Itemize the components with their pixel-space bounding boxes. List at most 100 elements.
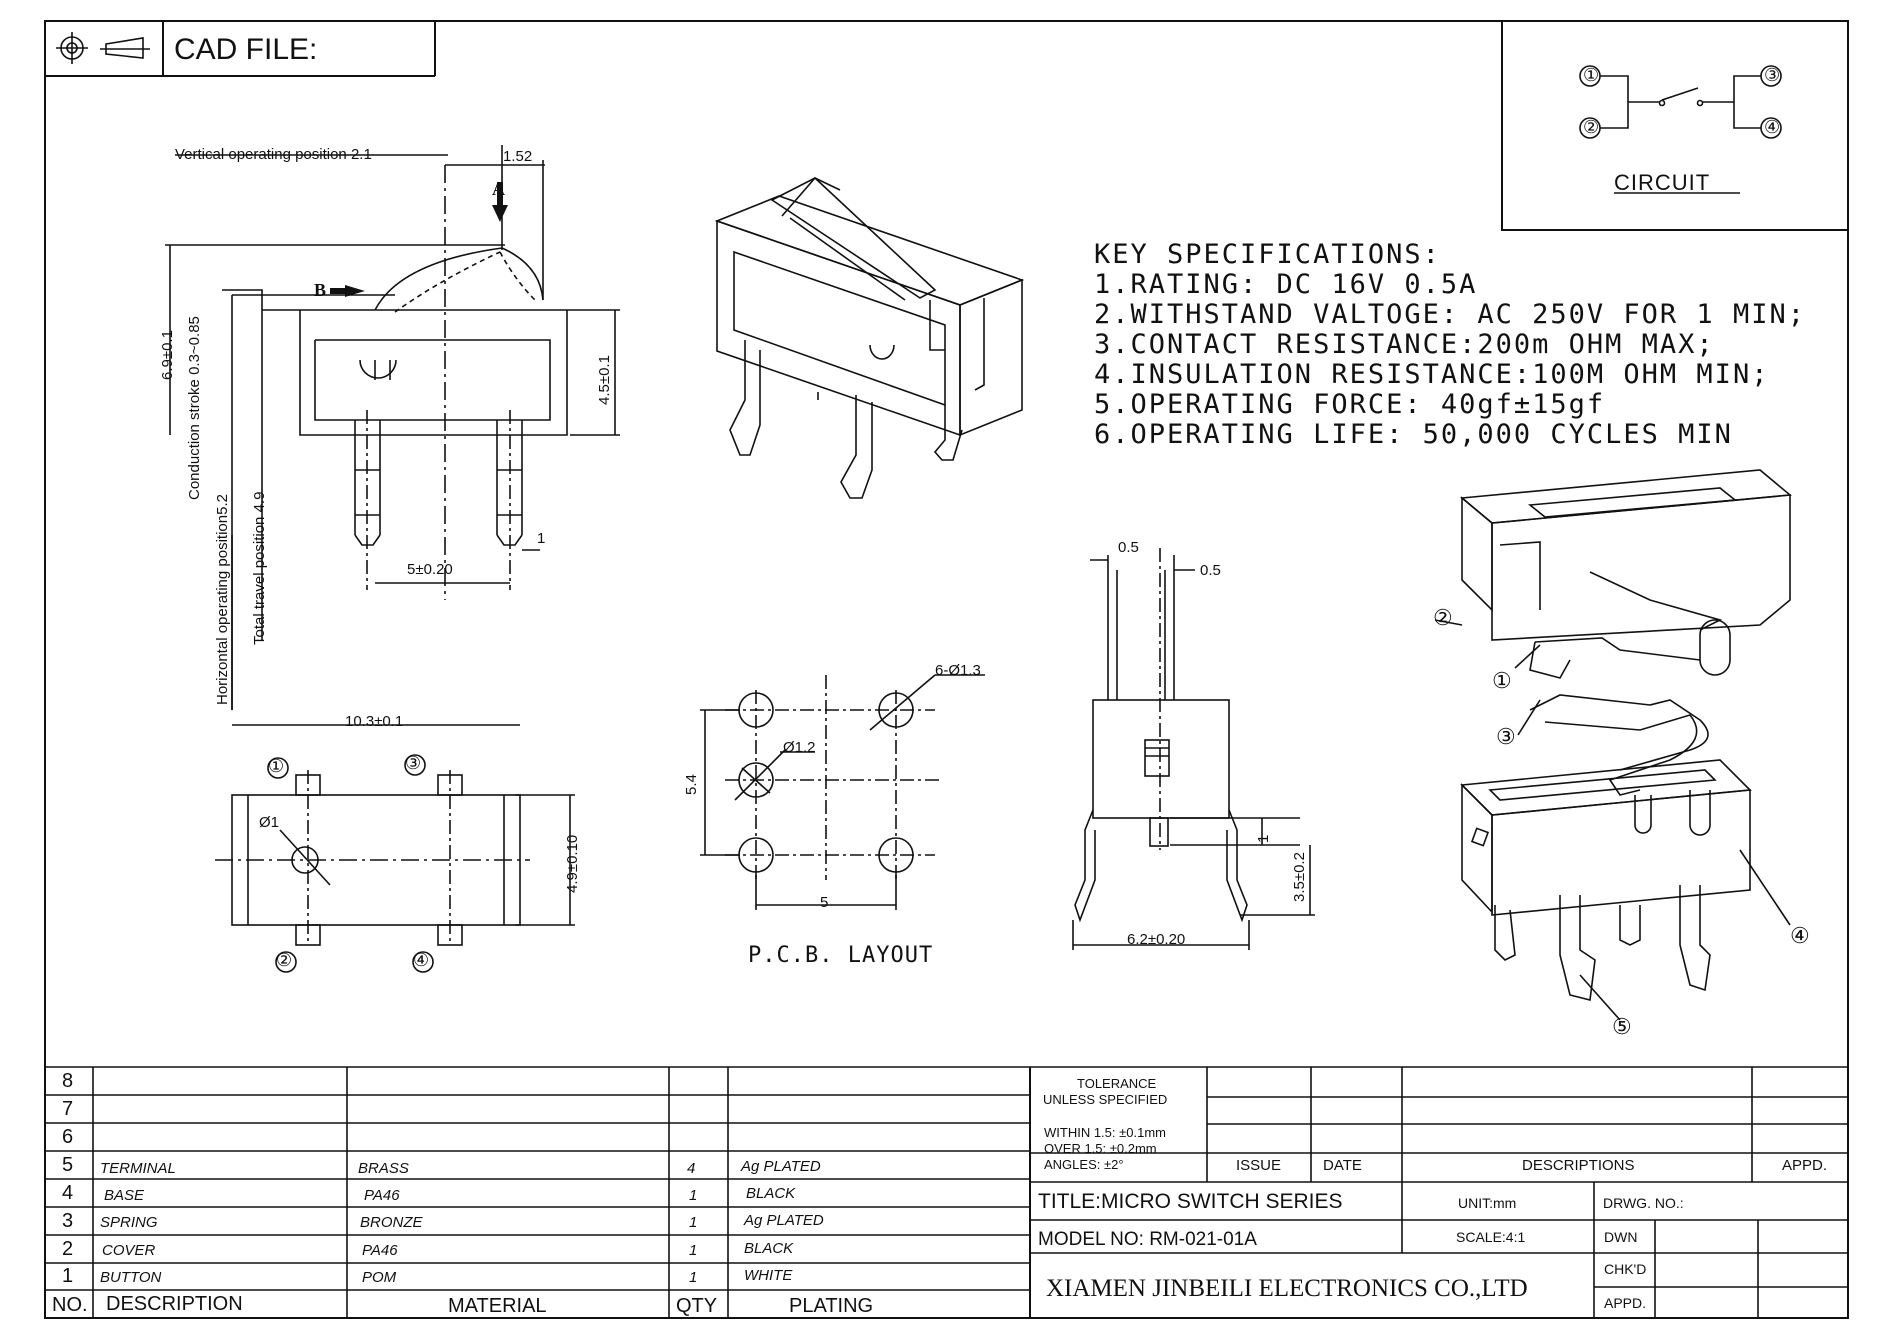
dim-6-9: 6.9±0.1: [159, 330, 176, 380]
drawing-number-label: DRWG. NO.:: [1603, 1195, 1684, 1211]
bom-header-no: NO.: [52, 1294, 88, 1316]
bom-material: PA46: [362, 1242, 398, 1259]
top-view-drawing: [215, 724, 575, 973]
scale-label: SCALE:4:1: [1456, 1229, 1526, 1245]
label-a: A: [492, 179, 505, 199]
top-terminal-2: ②: [276, 950, 293, 970]
bom-header-material: MATERIAL: [448, 1295, 547, 1317]
circuit-terminal-3: ③: [1764, 65, 1781, 85]
bom-qty: 4: [687, 1160, 696, 1177]
pcb-dim-5: 5: [820, 894, 829, 911]
appd-header: APPD.: [1782, 1157, 1828, 1174]
vertical-operating-position-label: Vertical operating position 2.1: [175, 146, 372, 163]
front-dim-3-5: 3.5±0.2: [1291, 852, 1308, 902]
bom-header-plating: PLATING: [789, 1295, 874, 1317]
isometric-switch-drawing: [714, 177, 1025, 499]
circuit-terminal-2: ②: [1583, 117, 1600, 137]
tolerance-over: OVER 1.5: ±0.2mm: [1044, 1141, 1157, 1156]
circuit-terminal-1: ①: [1583, 65, 1600, 85]
side-view-drawing: [165, 145, 620, 710]
bom-qty: 1: [689, 1214, 698, 1231]
dim-4-9: 4.9±0.10: [564, 834, 581, 893]
company-name: XIAMEN JINBEILI ELECTRONICS CO.,LTD: [1046, 1275, 1528, 1302]
spec-title: KEY SPECIFICATIONS:: [1094, 239, 1441, 270]
front-dim-0-5-left: 0.5: [1118, 539, 1139, 556]
bom-no: 8: [62, 1070, 74, 1092]
bom-material: BRONZE: [360, 1214, 423, 1231]
bom-material: BRASS: [358, 1160, 409, 1177]
bom-header-qty: QTY: [676, 1295, 718, 1317]
first-angle-projection-icon: [56, 32, 150, 64]
bom-plating: BLACK: [744, 1240, 794, 1257]
descriptions-header: DESCRIPTIONS: [1522, 1157, 1635, 1174]
bom-desc: TERMINAL: [100, 1160, 176, 1177]
cad-file-label: CAD FILE:: [174, 33, 318, 66]
circuit-terminal-4: ④: [1764, 117, 1781, 137]
bom-header-description: DESCRIPTION: [106, 1293, 243, 1315]
title-block-grid: [45, 1066, 1848, 1318]
conduction-stroke-label: Conduction stroke 0.3~0.85: [186, 316, 203, 500]
dim-phi-1: Ø1: [259, 814, 280, 831]
pcb-dim-5-4: 5.4: [683, 774, 700, 795]
front-dim-0-5-right: 0.5: [1200, 562, 1221, 579]
front-dim-6-2: 6.2±0.20: [1127, 931, 1186, 948]
bom-material: PA46: [364, 1187, 400, 1204]
dim-1-52: 1.52: [503, 148, 533, 165]
pcb-phi-1-2: Ø1.2: [783, 739, 816, 756]
bom-no: 1: [62, 1265, 74, 1287]
bom-no: 4: [62, 1182, 74, 1204]
part-callout-5: ⑤: [1612, 1014, 1632, 1039]
issue-header: ISSUE: [1236, 1157, 1282, 1174]
part-callout-1: ①: [1492, 668, 1512, 693]
label-b: B: [314, 280, 327, 300]
bom-no: 5: [62, 1154, 74, 1176]
front-dim-1: 1: [1255, 834, 1272, 843]
dim-5-pitch: 5±0.20: [407, 561, 453, 578]
spec-line-1: 1.RATING: DC 16V 0.5A: [1094, 269, 1478, 300]
bom-material: POM: [362, 1269, 397, 1286]
part-callout-2: ②: [1433, 605, 1453, 630]
dim-10-3: 10.3±0.1: [345, 713, 404, 730]
front-view-drawing: [1072, 548, 1315, 950]
part-callout-4: ④: [1790, 923, 1810, 948]
tolerance-within: WITHIN 1.5: ±0.1mm: [1044, 1125, 1166, 1140]
dim-1: 1: [537, 530, 546, 547]
spec-line-6: 6.OPERATING LIFE: 50,000 CYCLES MIN: [1094, 419, 1733, 450]
exploded-view-drawing: [1434, 469, 1792, 1021]
bom-no: 7: [62, 1098, 74, 1120]
pcb-holes-label: 6-Ø1.3: [935, 662, 981, 679]
bom-no: 3: [62, 1210, 74, 1232]
key-specifications: KEY SPECIFICATIONS: 1.RATING: DC 16V 0.5…: [1094, 240, 1806, 450]
spec-line-5: 5.OPERATING FORCE: 40gf±15gf: [1094, 389, 1606, 420]
checked-by-label: CHK'D: [1604, 1261, 1647, 1277]
spec-line-4: 4.INSULATION RESISTANCE:100M OHM MIN;: [1094, 359, 1770, 390]
tolerance-label: TOLERANCE: [1077, 1076, 1157, 1091]
pcb-layout-label: P.C.B. LAYOUT: [748, 943, 934, 968]
bom-qty: 1: [689, 1242, 698, 1259]
top-terminal-4: ④: [413, 950, 430, 970]
pcb-layout-drawing: [700, 674, 985, 910]
circuit-label: CIRCUIT: [1614, 170, 1711, 195]
bom-plating: BLACK: [746, 1185, 796, 1202]
spec-line-3: 3.CONTACT RESISTANCE:200m OHM MAX;: [1094, 329, 1715, 360]
approved-by-label: APPD.: [1604, 1295, 1647, 1311]
bom-desc: BUTTON: [100, 1269, 162, 1286]
bom-qty: 1: [689, 1269, 698, 1286]
date-header: DATE: [1323, 1157, 1362, 1174]
bom-no: 6: [62, 1126, 74, 1148]
part-callout-3: ③: [1496, 724, 1516, 749]
top-terminal-1: ①: [268, 756, 285, 776]
bom-plating: WHITE: [744, 1267, 793, 1284]
unless-specified-label: UNLESS SPECIFIED: [1043, 1092, 1168, 1107]
drawing-title: TITLE:MICRO SWITCH SERIES: [1038, 1190, 1343, 1213]
model-number: MODEL NO: RM-021-01A: [1038, 1229, 1257, 1250]
bom-no: 2: [62, 1238, 74, 1260]
top-terminal-3: ③: [405, 753, 422, 773]
dim-4-5: 4.5±0.1: [596, 355, 613, 405]
spec-line-2: 2.WITHSTAND VALTOGE: AC 250V FOR 1 MIN;: [1094, 299, 1806, 330]
bom-plating: Ag PLATED: [744, 1212, 824, 1229]
unit-label: UNIT:mm: [1458, 1195, 1517, 1211]
bom-plating: Ag PLATED: [741, 1158, 821, 1175]
circuit-diagram: [1579, 65, 1782, 194]
